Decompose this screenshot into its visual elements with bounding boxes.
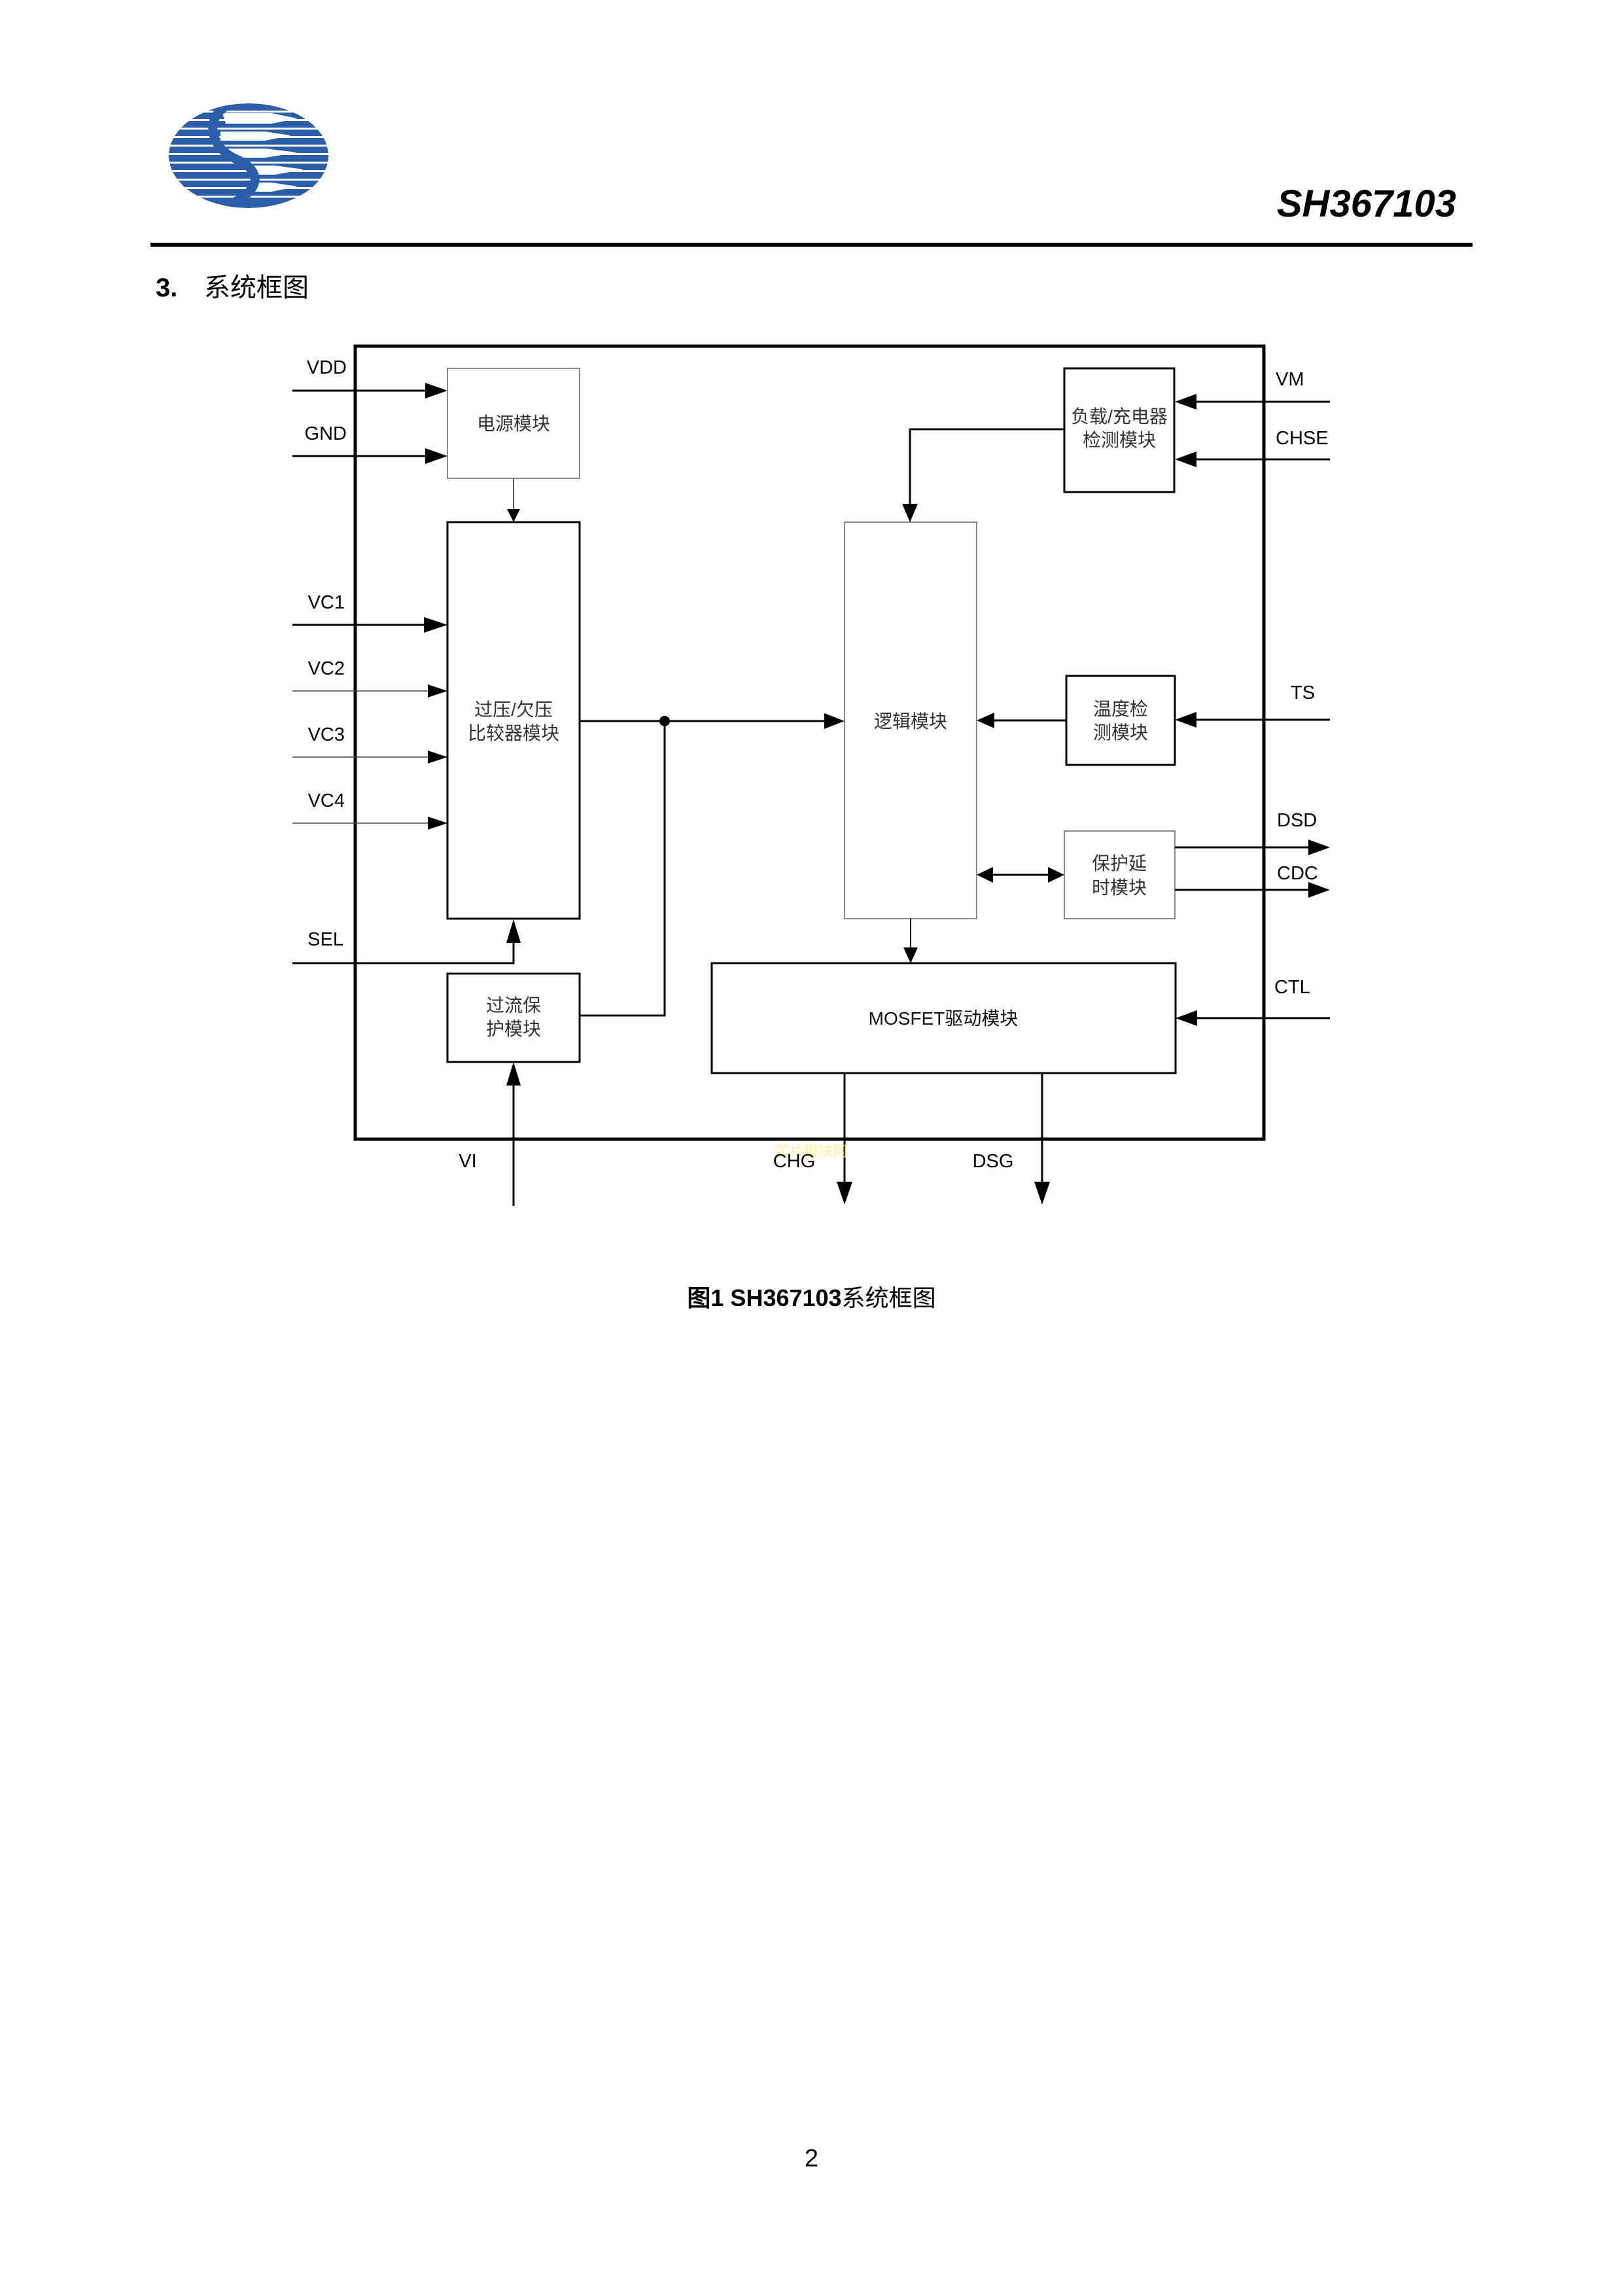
figure-caption-prefix: 图1 SH367103 (687, 1284, 842, 1311)
section-number: 3. (156, 274, 178, 302)
watermark: 芯片模块网 (775, 1143, 847, 1159)
gnd-arrowhead (425, 448, 447, 464)
temperature-detect-label-1: 温度检 (1093, 699, 1148, 719)
pin-label-vdd: VDD (307, 357, 347, 378)
temperature-detect-label-2: 测模块 (1093, 722, 1148, 743)
vc3-arrowhead (428, 751, 447, 764)
pin-label-vi: VI (459, 1151, 476, 1172)
ts-arrowhead (1175, 712, 1196, 728)
pin-label-ctl: CTL (1274, 977, 1310, 998)
comparator-module-label-1: 过压/欠压 (474, 699, 553, 720)
vm-arrowhead (1175, 394, 1196, 410)
power-to-comparator-arrowhead (507, 509, 520, 522)
company-logo (169, 103, 328, 208)
pin-label-vc4: VC4 (308, 790, 345, 811)
temperature-detect-box (1065, 675, 1176, 766)
figure-caption-suffix: 系统框图 (841, 1285, 936, 1312)
overcurrent-module-label-2: 护模块 (486, 1019, 541, 1039)
ctl-arrowhead (1176, 1010, 1197, 1026)
load-charger-detect-label-1: 负载/充电器 (1071, 406, 1168, 427)
bidirectional-left-arrowhead (977, 867, 993, 883)
load-detect-to-logic-wire (909, 428, 1064, 508)
bidirectional-right-arrowhead (1048, 867, 1064, 883)
pin-label-dsd: DSD (1277, 810, 1317, 831)
chse-arrowhead (1175, 451, 1196, 467)
comparator-to-logic-arrowhead (824, 713, 845, 729)
vdd-arrowhead (425, 383, 447, 398)
chg-arrowhead (837, 1182, 852, 1205)
chip-boundary (353, 344, 1266, 1141)
mosfet-driver-box (710, 962, 1177, 1074)
pin-label-gnd: GND (305, 423, 347, 444)
protection-delay-box (1064, 830, 1176, 919)
pin-label-chg: CHG (773, 1151, 815, 1172)
temp-to-logic-arrowhead (977, 713, 994, 728)
junction-dot (659, 716, 670, 726)
protection-delay-label-1: 保护延 (1092, 853, 1147, 874)
vi-arrowhead (506, 1062, 521, 1086)
pin-label-cdc: CDC (1277, 863, 1318, 884)
pin-label-sel: SEL (307, 929, 343, 950)
vc1-arrowhead (424, 617, 447, 633)
document-title: SH367103 (1276, 183, 1456, 225)
mosfet-driver-label: MOSFET驱动模块 (869, 1008, 1019, 1029)
overcurrent-module-label-1: 过流保 (486, 995, 541, 1016)
protection-delay-label-2: 时模块 (1092, 877, 1147, 898)
load-charger-detect-label-2: 检测模块 (1083, 430, 1156, 450)
comparator-module-label-2: 比较器模块 (468, 723, 559, 743)
header-rule (150, 243, 1473, 247)
section-title: 系统框图 (204, 273, 309, 303)
pin-label-dsg: DSG (973, 1151, 1014, 1172)
overcurrent-to-junction-wire (580, 721, 666, 1017)
vc4-arrowhead (428, 817, 447, 830)
sel-wire (292, 937, 515, 964)
cdc-arrowhead (1308, 882, 1330, 898)
pin-label-vc2: VC2 (308, 658, 345, 679)
power-module-label: 电源模块 (477, 414, 550, 434)
figure-caption: 图1 SH367103系统框图 (0, 1286, 1623, 1311)
logic-module-label: 逻辑模块 (874, 711, 947, 732)
logic-module-box (844, 521, 977, 919)
comparator-module-box (446, 521, 581, 920)
pin-label-vm: VM (1276, 369, 1304, 390)
sel-arrowhead (506, 919, 521, 943)
load-detect-to-logic-arrowhead (902, 504, 918, 522)
dsg-arrowhead (1034, 1182, 1050, 1205)
section-heading: 3. 系统框图 (156, 275, 309, 301)
overcurrent-module-box (446, 972, 581, 1063)
vc2-arrowhead (428, 684, 447, 698)
pin-label-ts: TS (1291, 682, 1315, 703)
power-module-box (447, 368, 580, 479)
page-number: 2 (804, 2145, 819, 2172)
dsd-arrowhead (1308, 839, 1330, 855)
pin-label-vc1: VC1 (308, 592, 345, 613)
pin-label-chse: CHSE (1276, 428, 1329, 449)
pin-label-vc3: VC3 (308, 724, 345, 745)
logic-to-mosfet-arrowhead (903, 947, 918, 963)
load-charger-detect-box (1063, 367, 1176, 493)
